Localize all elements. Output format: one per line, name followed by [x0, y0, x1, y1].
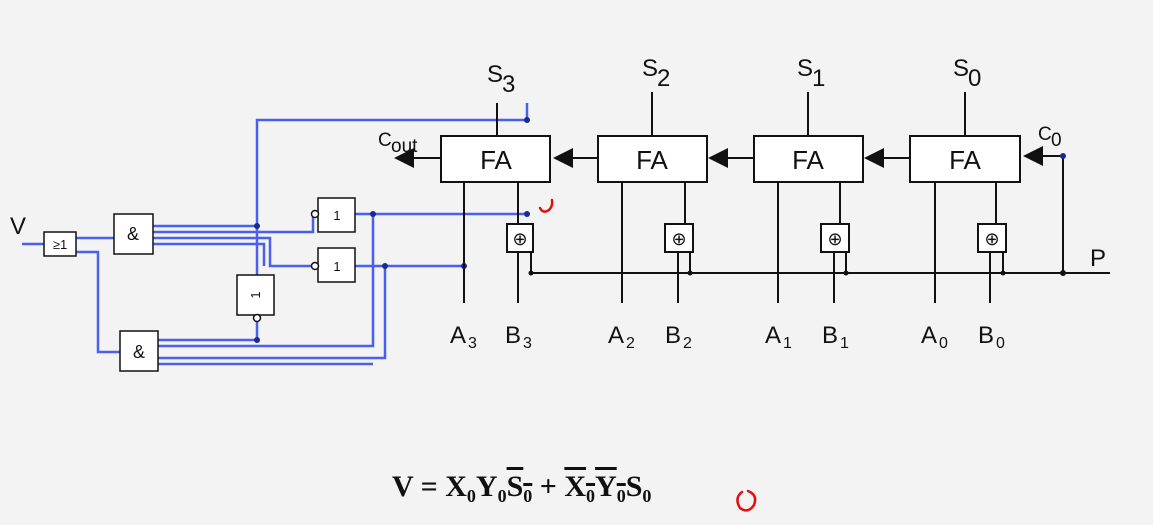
s-letter: S [487, 61, 503, 88]
formula-t2-x-sub: 0 [586, 486, 596, 506]
formula-t1-s-bar: S0 [506, 470, 533, 506]
a-letter: A [921, 322, 937, 349]
blue-wires [22, 103, 529, 366]
a-sub: 3 [468, 335, 477, 352]
formula-t2-x: X [564, 470, 587, 503]
formula-t1-y-sub: 0 [497, 486, 507, 506]
s-letter: S [642, 55, 658, 82]
formula-t1-y: Y [475, 470, 498, 503]
fa-label: FA [480, 145, 512, 175]
s2-label: S 2 [642, 55, 670, 92]
s-sub: 3 [502, 71, 515, 98]
xor-gate-3: ⊕ [506, 223, 534, 253]
xor-gate-0: ⊕ [977, 223, 1007, 253]
cout-letter: C [378, 130, 392, 151]
v-input-label: V [10, 213, 26, 240]
fa-label: FA [636, 145, 668, 175]
a-letter: A [765, 322, 781, 349]
full-adder-1: FA [753, 135, 864, 183]
or-gate-label: ≥1 [53, 237, 67, 252]
a-sub: 0 [939, 335, 948, 352]
s-sub: 1 [812, 65, 825, 92]
black-junctions [528, 270, 1066, 276]
b-sub: 2 [683, 335, 692, 352]
cout-label: C out [378, 130, 418, 157]
b-sub: 3 [523, 335, 532, 352]
c0-label: C 0 [1038, 124, 1062, 151]
red-circle-mark [736, 489, 757, 512]
and-gate-top: & [113, 213, 154, 255]
xor-icon: ⊕ [984, 229, 999, 249]
a-letter: A [450, 322, 466, 349]
formula-t2-y-bar: Y0 [595, 470, 626, 506]
xor-icon: ⊕ [512, 229, 527, 249]
s-sub: 2 [657, 65, 670, 92]
formula-plus: + [539, 470, 557, 503]
s3-label: S 3 [487, 61, 515, 98]
formula-t2-s: S [625, 470, 643, 503]
formula-t2-y-sub: 0 [616, 486, 626, 506]
cout-sub: out [391, 136, 418, 157]
black-wires [394, 92, 1110, 303]
s-letter: S [953, 55, 969, 82]
formula-t2-x-bar: X0 [564, 470, 596, 506]
a1-label: A 1 [765, 322, 792, 352]
not-gate-label: 1 [333, 259, 340, 274]
xor-icon: ⊕ [827, 229, 842, 249]
a-sub: 2 [626, 335, 635, 352]
not-gate-label: 1 [248, 291, 263, 298]
formula-lhs: V [392, 470, 414, 503]
formula-t2-y: Y [595, 470, 617, 503]
b1-label: B 1 [822, 322, 849, 352]
a2-label: A 2 [608, 322, 635, 352]
a-sub: 1 [783, 335, 792, 352]
formula-t1-s: S [506, 470, 524, 503]
or-gate: ≥1 [43, 231, 77, 257]
formula-t2-s-sub: 0 [642, 486, 652, 506]
s0-label: S 0 [953, 55, 981, 92]
formula-t1-s-sub: 0 [523, 486, 533, 506]
not-gate-vertical: 1 [236, 274, 275, 323]
and-gate-label: & [127, 224, 139, 244]
red-check-mark [538, 198, 554, 213]
a-letter: A [608, 322, 624, 349]
fa-label: FA [949, 145, 981, 175]
c0-sub: 0 [1051, 130, 1062, 151]
s-letter: S [797, 55, 813, 82]
xor-gate-1: ⊕ [820, 223, 850, 253]
b-letter: B [665, 322, 681, 349]
s1-label: S 1 [797, 55, 825, 92]
not-gate-label: 1 [333, 208, 340, 223]
xor-gate-2: ⊕ [664, 223, 694, 253]
and-gate-label: & [133, 342, 145, 362]
b-sub: 1 [840, 335, 849, 352]
a3-label: A 3 [450, 322, 477, 352]
b2-label: B 2 [665, 322, 692, 352]
b-letter: B [822, 322, 838, 349]
b0-label: B 0 [978, 322, 1005, 352]
p-label: P [1090, 245, 1106, 272]
b3-label: B 3 [505, 322, 532, 352]
b-sub: 0 [996, 335, 1005, 352]
a0-label: A 0 [921, 322, 948, 352]
and-gate-bottom: & [119, 330, 159, 372]
full-adder-3: FA [440, 135, 551, 183]
formula-t1-x: X [445, 470, 467, 503]
fa-label: FA [792, 145, 824, 175]
formula-t1-x-sub: 0 [466, 486, 476, 506]
c0-letter: C [1038, 124, 1052, 145]
b-letter: B [505, 322, 521, 349]
formula: V = X0Y0S0 + X0Y0S0 [392, 470, 651, 507]
b-letter: B [978, 322, 994, 349]
formula-eq: = [420, 470, 438, 503]
full-adder-0: FA [909, 135, 1021, 183]
not-gate-bottom: 1 [310, 247, 356, 283]
s-sub: 0 [968, 65, 981, 92]
full-adder-2: FA [597, 135, 708, 183]
c0-junction [1060, 153, 1066, 159]
not-gate-top: 1 [310, 197, 356, 233]
xor-icon: ⊕ [671, 229, 686, 249]
